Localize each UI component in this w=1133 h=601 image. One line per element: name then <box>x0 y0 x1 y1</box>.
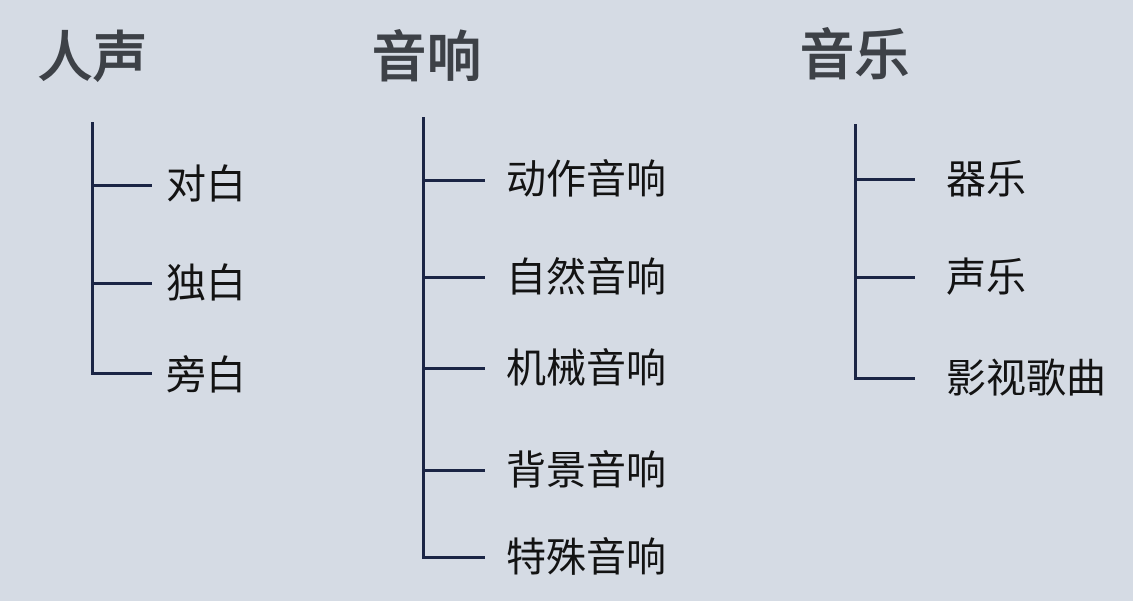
tree-sound-effects-trunk-line <box>422 117 425 559</box>
tree-music-title: 音乐 <box>800 26 910 86</box>
branch-line <box>855 178 915 181</box>
tree-item-label: 对白 <box>166 163 246 207</box>
branch-line <box>92 282 152 285</box>
tree-item-label: 声乐 <box>946 256 1026 300</box>
tree-item-label: 机械音响 <box>506 347 666 391</box>
tree-human-voice-title: 人声 <box>38 28 148 88</box>
branch-line <box>92 184 152 187</box>
tree-item-label: 独白 <box>166 262 246 306</box>
tree-item-label: 背景音响 <box>506 449 666 493</box>
tree-human-voice-trunk-line <box>91 122 94 375</box>
tree-item-label: 特殊音响 <box>506 536 666 580</box>
branch-line <box>92 372 152 375</box>
tree-item-label: 影视歌曲 <box>946 357 1106 401</box>
branch-line <box>423 556 485 559</box>
branch-line <box>855 377 915 380</box>
branch-line <box>423 469 485 472</box>
tree-item-label: 动作音响 <box>506 158 666 202</box>
tree-music-trunk-line <box>854 124 857 380</box>
tree-item-label: 器乐 <box>946 158 1026 202</box>
branch-line <box>423 179 485 182</box>
tree-item-label: 旁白 <box>166 354 246 398</box>
tree-item-label: 自然音响 <box>506 256 666 300</box>
branch-line <box>855 276 915 279</box>
branch-line <box>423 276 485 279</box>
tree-sound-effects-title: 音响 <box>372 28 482 88</box>
branch-line <box>423 367 485 370</box>
